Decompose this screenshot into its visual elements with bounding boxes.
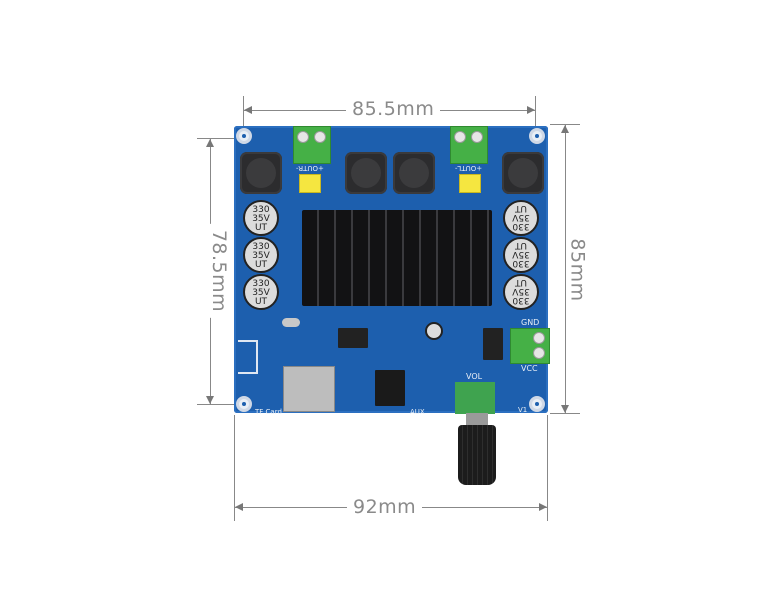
dimension-right-label: 85mm <box>567 232 589 308</box>
inductor <box>240 152 282 194</box>
small-capacitor <box>425 322 443 340</box>
bluetooth-antenna <box>238 340 258 374</box>
tf-card-slot <box>283 366 335 412</box>
tf-card-label: TF Card <box>255 408 282 416</box>
capacitor: 330 35V UT <box>243 237 279 273</box>
ic-chip <box>338 328 368 348</box>
dimension-bottom-label: 92mm <box>347 497 423 517</box>
aux-jack <box>375 370 405 406</box>
output-left-terminal <box>450 126 488 164</box>
output-right-terminal <box>293 126 331 164</box>
inductor <box>502 152 544 194</box>
inductor <box>345 152 387 194</box>
mounting-hole <box>529 396 545 412</box>
power-terminal <box>510 328 550 364</box>
mounting-hole <box>236 396 252 412</box>
capacitor: 330 35V UT <box>243 200 279 236</box>
vol-label: VOL <box>466 372 483 381</box>
capacitor: 330 35V UT <box>503 274 539 310</box>
mounting-hole <box>236 128 252 144</box>
volume-knob[interactable] <box>458 413 496 485</box>
yellow-component <box>299 174 321 193</box>
v1-label: V1 <box>518 406 528 414</box>
volume-potentiometer <box>455 382 495 414</box>
aux-label: AUX <box>410 408 425 416</box>
yellow-component <box>459 174 481 193</box>
capacitor: 330 35V UT <box>243 274 279 310</box>
output-left-label: +OUTL- <box>455 164 483 172</box>
capacitor: 330 35V UT <box>503 200 539 236</box>
regulator <box>483 328 503 360</box>
dimension-left-label: 78.5mm <box>208 223 230 319</box>
heatsink <box>302 210 492 306</box>
output-right-label: +OUTR- <box>296 164 324 172</box>
capacitor: 330 35V UT <box>503 237 539 273</box>
inductor <box>393 152 435 194</box>
mounting-hole <box>529 128 545 144</box>
vcc-label: VCC <box>521 364 538 373</box>
crystal <box>282 318 300 327</box>
dimension-top-label: 85.5mm <box>346 99 441 119</box>
gnd-label: GND <box>521 318 540 327</box>
